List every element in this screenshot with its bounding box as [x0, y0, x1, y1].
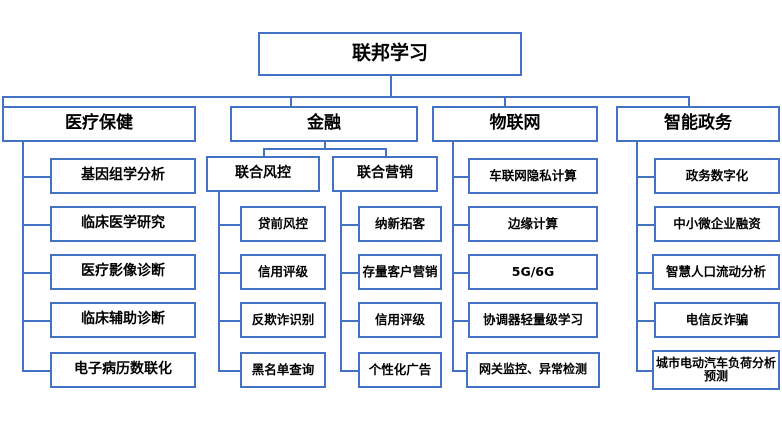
node-marketing-child-3[interactable]: 信用评级	[358, 302, 442, 338]
node-label: 智能政务	[664, 113, 732, 134]
node-branch-iot[interactable]: 物联网	[432, 106, 598, 142]
connector-branch1-row2	[22, 224, 50, 226]
node-finance-subgroup-joint-risk-control[interactable]: 联合风控	[206, 156, 320, 192]
node-iot-child-2[interactable]: 边缘计算	[468, 206, 598, 242]
node-label: 金融	[307, 113, 341, 134]
node-label: 5G/6G	[511, 264, 555, 279]
connector-branch2-to-sub2	[385, 148, 387, 158]
node-marketing-child-2[interactable]: 存量客户营销	[358, 254, 442, 290]
node-label: 联合营销	[357, 165, 413, 182]
node-label: 医疗影像诊断	[81, 263, 165, 280]
connector-branch1-row5	[22, 370, 50, 372]
node-government-child-3[interactable]: 智慧人口流动分析	[652, 254, 780, 290]
node-risk-control-child-1[interactable]: 贷前风控	[240, 206, 326, 242]
connector-root-stem	[390, 76, 392, 98]
node-healthcare-child-5[interactable]: 电子病历数联化	[50, 352, 196, 388]
connector-sub1-row3	[218, 320, 240, 322]
node-label: 联合风控	[235, 165, 291, 182]
node-finance-subgroup-joint-marketing[interactable]: 联合营销	[332, 156, 438, 192]
node-label: 协调器轻量级学习	[482, 312, 583, 327]
node-label: 车联网隐私计算	[489, 168, 577, 183]
node-label: 医疗保健	[65, 113, 133, 134]
connector-branch2-stem	[324, 140, 326, 150]
node-iot-child-4[interactable]: 协调器轻量级学习	[468, 302, 598, 338]
connector-branch4-row4	[636, 320, 654, 322]
node-label: 纳新拓客	[374, 216, 425, 231]
node-iot-child-1[interactable]: 车联网隐私计算	[468, 158, 598, 194]
node-label: 黑名单查询	[251, 362, 315, 377]
connector-branch3-row5	[452, 370, 468, 372]
node-label: 信用评级	[374, 312, 425, 327]
connector-sub2-spine	[340, 190, 342, 372]
connector-root-to-branch-1	[2, 96, 4, 108]
node-label: 边缘计算	[507, 216, 558, 231]
node-label: 物联网	[489, 113, 541, 134]
node-label: 网关监控、异常检测	[478, 362, 587, 377]
connector-branch1-row4	[22, 320, 50, 322]
node-root-federated-learning[interactable]: 联邦学习	[258, 32, 522, 76]
connector-branch3-row4	[452, 320, 468, 322]
node-label: 反欺诈识别	[251, 312, 315, 327]
connector-branch3-row1	[452, 176, 468, 178]
node-label: 临床辅助诊断	[81, 311, 165, 328]
connector-branch3-spine	[452, 142, 454, 372]
node-healthcare-child-4[interactable]: 临床辅助诊断	[50, 302, 196, 338]
connector-branch3-row3	[452, 272, 468, 274]
node-risk-control-child-3[interactable]: 反欺诈识别	[240, 302, 326, 338]
connector-sub1-row2	[218, 272, 240, 274]
node-government-child-4[interactable]: 电信反诈骗	[654, 302, 780, 338]
node-label: 存量客户营销	[362, 264, 438, 279]
node-label: 联邦学习	[351, 42, 428, 65]
connector-root-to-branch-3	[504, 96, 506, 108]
connector-branch1-row3	[22, 272, 50, 274]
connector-sub1-row4	[218, 370, 240, 372]
connector-sub1-row1	[218, 224, 240, 226]
node-iot-child-5[interactable]: 网关监控、异常检测	[466, 352, 600, 388]
node-label: 信用评级	[257, 264, 308, 279]
node-label: 基因组学分析	[81, 167, 165, 184]
node-label: 个性化广告	[368, 362, 432, 377]
node-label: 政务数字化	[685, 168, 749, 183]
node-label: 电信反诈骗	[685, 312, 749, 327]
connector-sub2-row1	[340, 224, 358, 226]
node-government-child-2[interactable]: 中小微企业融资	[654, 206, 780, 242]
node-healthcare-child-2[interactable]: 临床医学研究	[50, 206, 196, 242]
node-branch-healthcare[interactable]: 医疗保健	[2, 106, 196, 142]
node-label: 中小微企业融资	[673, 216, 761, 231]
node-iot-child-3[interactable]: 5G/6G	[468, 254, 598, 290]
node-label: 城市电动汽车负荷分析预测	[656, 355, 777, 383]
node-healthcare-child-3[interactable]: 医疗影像诊断	[50, 254, 196, 290]
connector-sub1-spine	[218, 190, 220, 372]
node-label: 电子病历数联化	[74, 361, 172, 378]
node-marketing-child-4[interactable]: 个性化广告	[358, 352, 442, 388]
node-label: 临床医学研究	[81, 215, 165, 232]
node-risk-control-child-4[interactable]: 黑名单查询	[240, 352, 326, 388]
node-government-child-1[interactable]: 政务数字化	[654, 158, 780, 194]
connector-branch4-row3	[636, 272, 654, 274]
connector-sub2-row2	[340, 272, 358, 274]
node-healthcare-child-1[interactable]: 基因组学分析	[50, 158, 196, 194]
node-branch-smart-government[interactable]: 智能政务	[616, 106, 780, 142]
connector-branch4-row2	[636, 224, 654, 226]
node-label: 贷前风控	[257, 216, 308, 231]
connector-branch2-bus	[263, 148, 387, 150]
connector-branch1-spine	[22, 142, 24, 372]
connector-root-to-branch-2	[290, 96, 292, 108]
node-government-child-5[interactable]: 城市电动汽车负荷分析预测	[652, 350, 780, 390]
connector-sub2-row3	[340, 320, 358, 322]
connector-branch4-row5	[636, 370, 654, 372]
connector-sub2-row4	[340, 370, 358, 372]
node-marketing-child-1[interactable]: 纳新拓客	[358, 206, 442, 242]
connector-branch1-row1	[22, 176, 50, 178]
connector-root-bus	[2, 96, 690, 98]
connector-branch2-to-sub1	[263, 148, 265, 158]
node-risk-control-child-2[interactable]: 信用评级	[240, 254, 326, 290]
connector-branch3-row2	[452, 224, 468, 226]
connector-branch4-row1	[636, 176, 654, 178]
connector-root-to-branch-4	[688, 96, 690, 108]
connector-branch4-spine	[636, 142, 638, 372]
node-branch-finance[interactable]: 金融	[230, 106, 418, 142]
node-label: 智慧人口流动分析	[665, 264, 766, 279]
